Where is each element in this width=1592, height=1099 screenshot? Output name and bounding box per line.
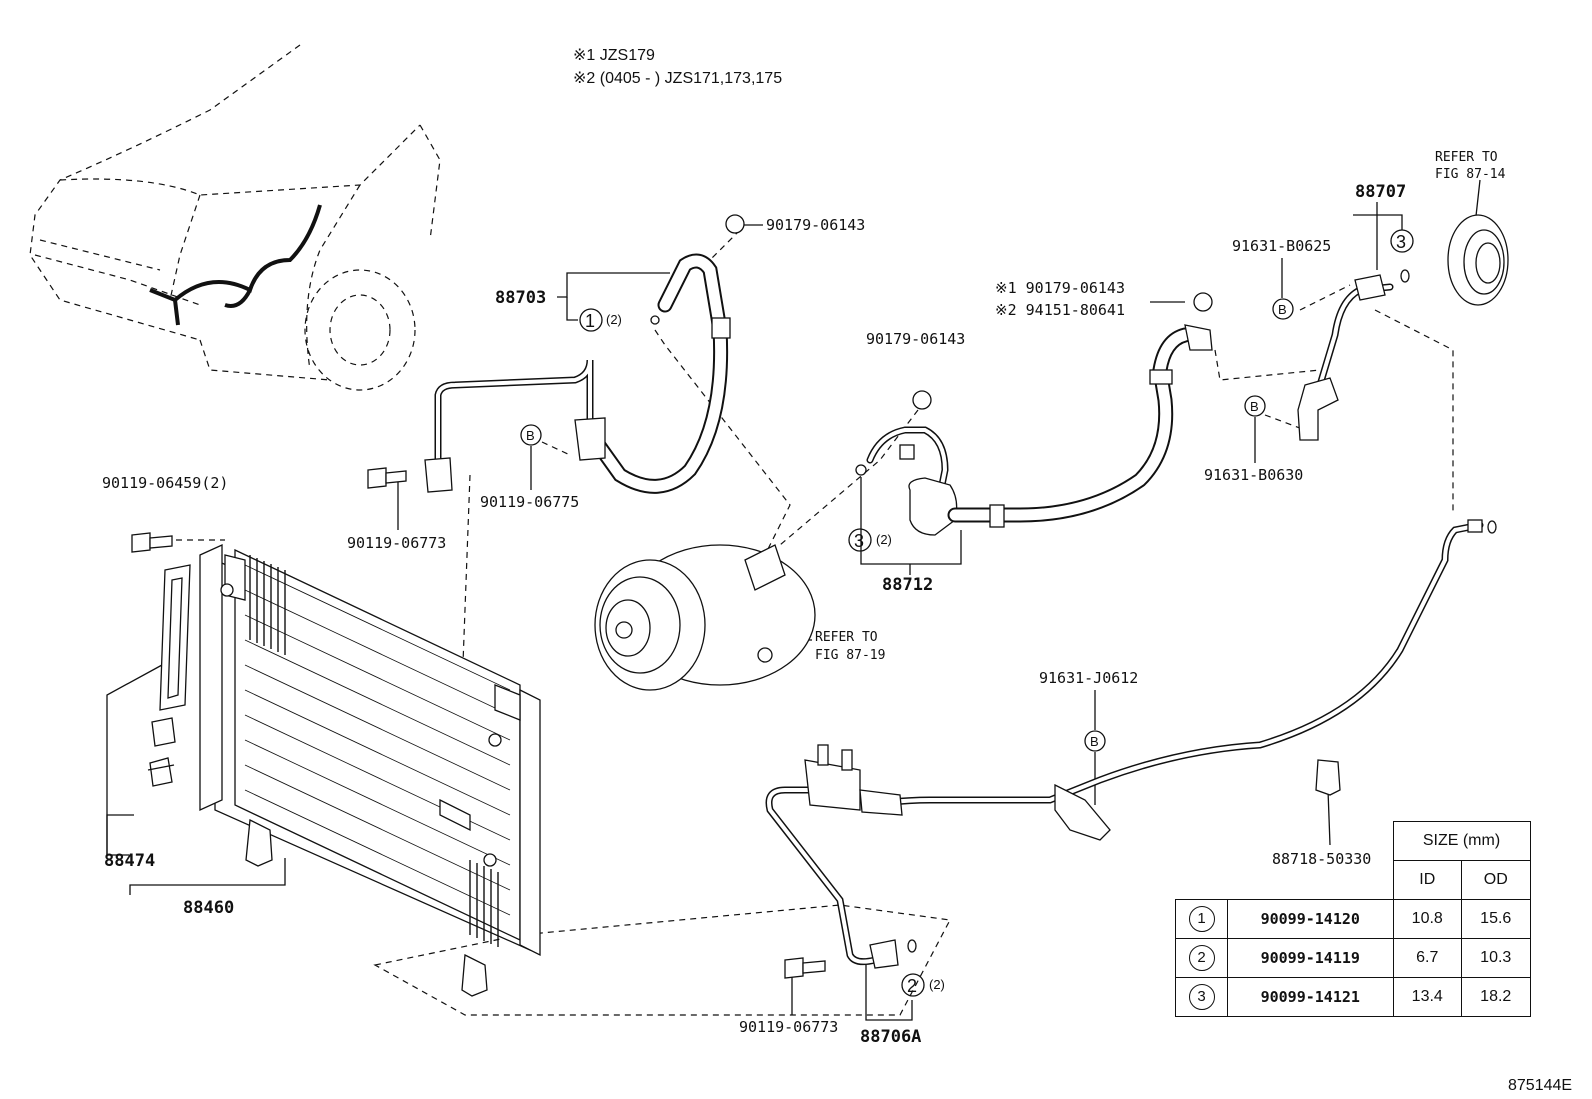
- row-ref: 3: [1188, 984, 1215, 1010]
- svg-text:B: B: [1250, 399, 1259, 414]
- row-od: 15.6: [1461, 899, 1531, 939]
- b-marker-3: B: [1244, 395, 1266, 417]
- label-88460: 88460: [183, 898, 234, 918]
- label-88474: 88474: [104, 851, 155, 871]
- label-90119-06459: 90119-06459(2): [102, 474, 228, 492]
- seal-ring: [1447, 214, 1509, 306]
- condenser: [199, 543, 541, 997]
- label-88706a: 88706A: [860, 1027, 921, 1047]
- condenser-seal-parts: [147, 564, 191, 787]
- pipe-88706a: [765, 519, 1497, 969]
- size-header: SIZE (mm): [1392, 821, 1531, 861]
- refer-a-line1: REFER TO: [815, 630, 878, 645]
- size-row-2: 2 90099-14119 6.7 10.3: [1175, 938, 1531, 978]
- row-od: 18.2: [1461, 977, 1531, 1017]
- callout-3-b: 3 (2): [848, 464, 892, 552]
- svg-text:(2): (2): [929, 977, 945, 992]
- note-1: ※1 JZS179: [573, 47, 655, 64]
- callout-2: 2 (2): [901, 939, 945, 997]
- refer-b-line1: REFER TO: [1435, 150, 1498, 165]
- callout-3-a: 3: [1390, 229, 1414, 283]
- hose-88703: [424, 253, 731, 494]
- svg-text:1: 1: [585, 311, 595, 331]
- size-row-1: 1 90099-14120 10.8 15.6: [1175, 899, 1531, 939]
- col-id-header: ID: [1392, 860, 1462, 900]
- row-part: 90099-14119: [1227, 938, 1394, 978]
- label-90179-06143-x1: ※1 90179-06143: [995, 279, 1125, 297]
- svg-text:3: 3: [854, 531, 864, 551]
- col-od-header: OD: [1461, 860, 1531, 900]
- callout-1: 1 (2): [579, 308, 660, 332]
- svg-text:B: B: [526, 428, 535, 443]
- compressor: [594, 544, 816, 691]
- size-table: SIZE (mm) ID OD 1 90099-14120 10.8 15.6 …: [1175, 821, 1531, 1017]
- label-90119-06773-b: 90119-06773: [739, 1018, 838, 1036]
- row-ref: 1: [1188, 906, 1215, 932]
- label-88712: 88712: [882, 575, 933, 595]
- b-marker-4: B: [1084, 730, 1106, 752]
- refer-b-line2: FIG 87-14: [1435, 167, 1506, 182]
- svg-text:(2): (2): [876, 532, 892, 547]
- label-91631-b0630: 91631-B0630: [1204, 466, 1303, 484]
- figure-id: 875144E: [1508, 1077, 1572, 1094]
- size-row-3: 3 90099-14121 13.4 18.2: [1175, 977, 1531, 1017]
- label-88707: 88707: [1355, 182, 1406, 202]
- label-90179-06143-top: 90179-06143: [766, 216, 865, 234]
- row-id: 10.8: [1392, 899, 1462, 939]
- row-part: 90099-14121: [1227, 977, 1394, 1017]
- bolts: [131, 214, 1213, 979]
- row-part: 90099-14120: [1227, 899, 1394, 939]
- svg-text:B: B: [1090, 734, 1099, 749]
- label-90119-06773-a: 90119-06773: [347, 534, 446, 552]
- b-marker-1: B: [520, 424, 542, 446]
- b-marker-2: B: [1272, 298, 1294, 320]
- label-91631-j0612: 91631-J0612: [1039, 669, 1138, 687]
- label-91631-b0625: 91631-B0625: [1232, 237, 1331, 255]
- svg-text:B: B: [1278, 302, 1287, 317]
- row-ref: 2: [1188, 945, 1215, 971]
- note-2: ※2 (0405 - ) JZS171,173,175: [573, 70, 782, 87]
- svg-text:(2): (2): [606, 312, 622, 327]
- row-od: 10.3: [1461, 938, 1531, 978]
- label-88703: 88703: [495, 288, 546, 308]
- svg-text:2: 2: [907, 976, 917, 996]
- row-id: 6.7: [1392, 938, 1462, 978]
- label-94151-80641-x2: ※2 94151-80641: [995, 301, 1125, 319]
- hose-88712: [866, 324, 1213, 536]
- pipe-88707: [1297, 274, 1394, 441]
- svg-text:3: 3: [1396, 232, 1406, 252]
- label-88718-50330: 88718-50330: [1272, 850, 1371, 868]
- clip-88718: [1315, 759, 1341, 796]
- label-90119-06775: 90119-06775: [480, 493, 579, 511]
- refer-a-line2: FIG 87-19: [815, 648, 885, 663]
- vehicle-outline: [29, 44, 441, 391]
- label-90179-06143-mid: 90179-06143: [866, 330, 965, 348]
- row-id: 13.4: [1392, 977, 1462, 1017]
